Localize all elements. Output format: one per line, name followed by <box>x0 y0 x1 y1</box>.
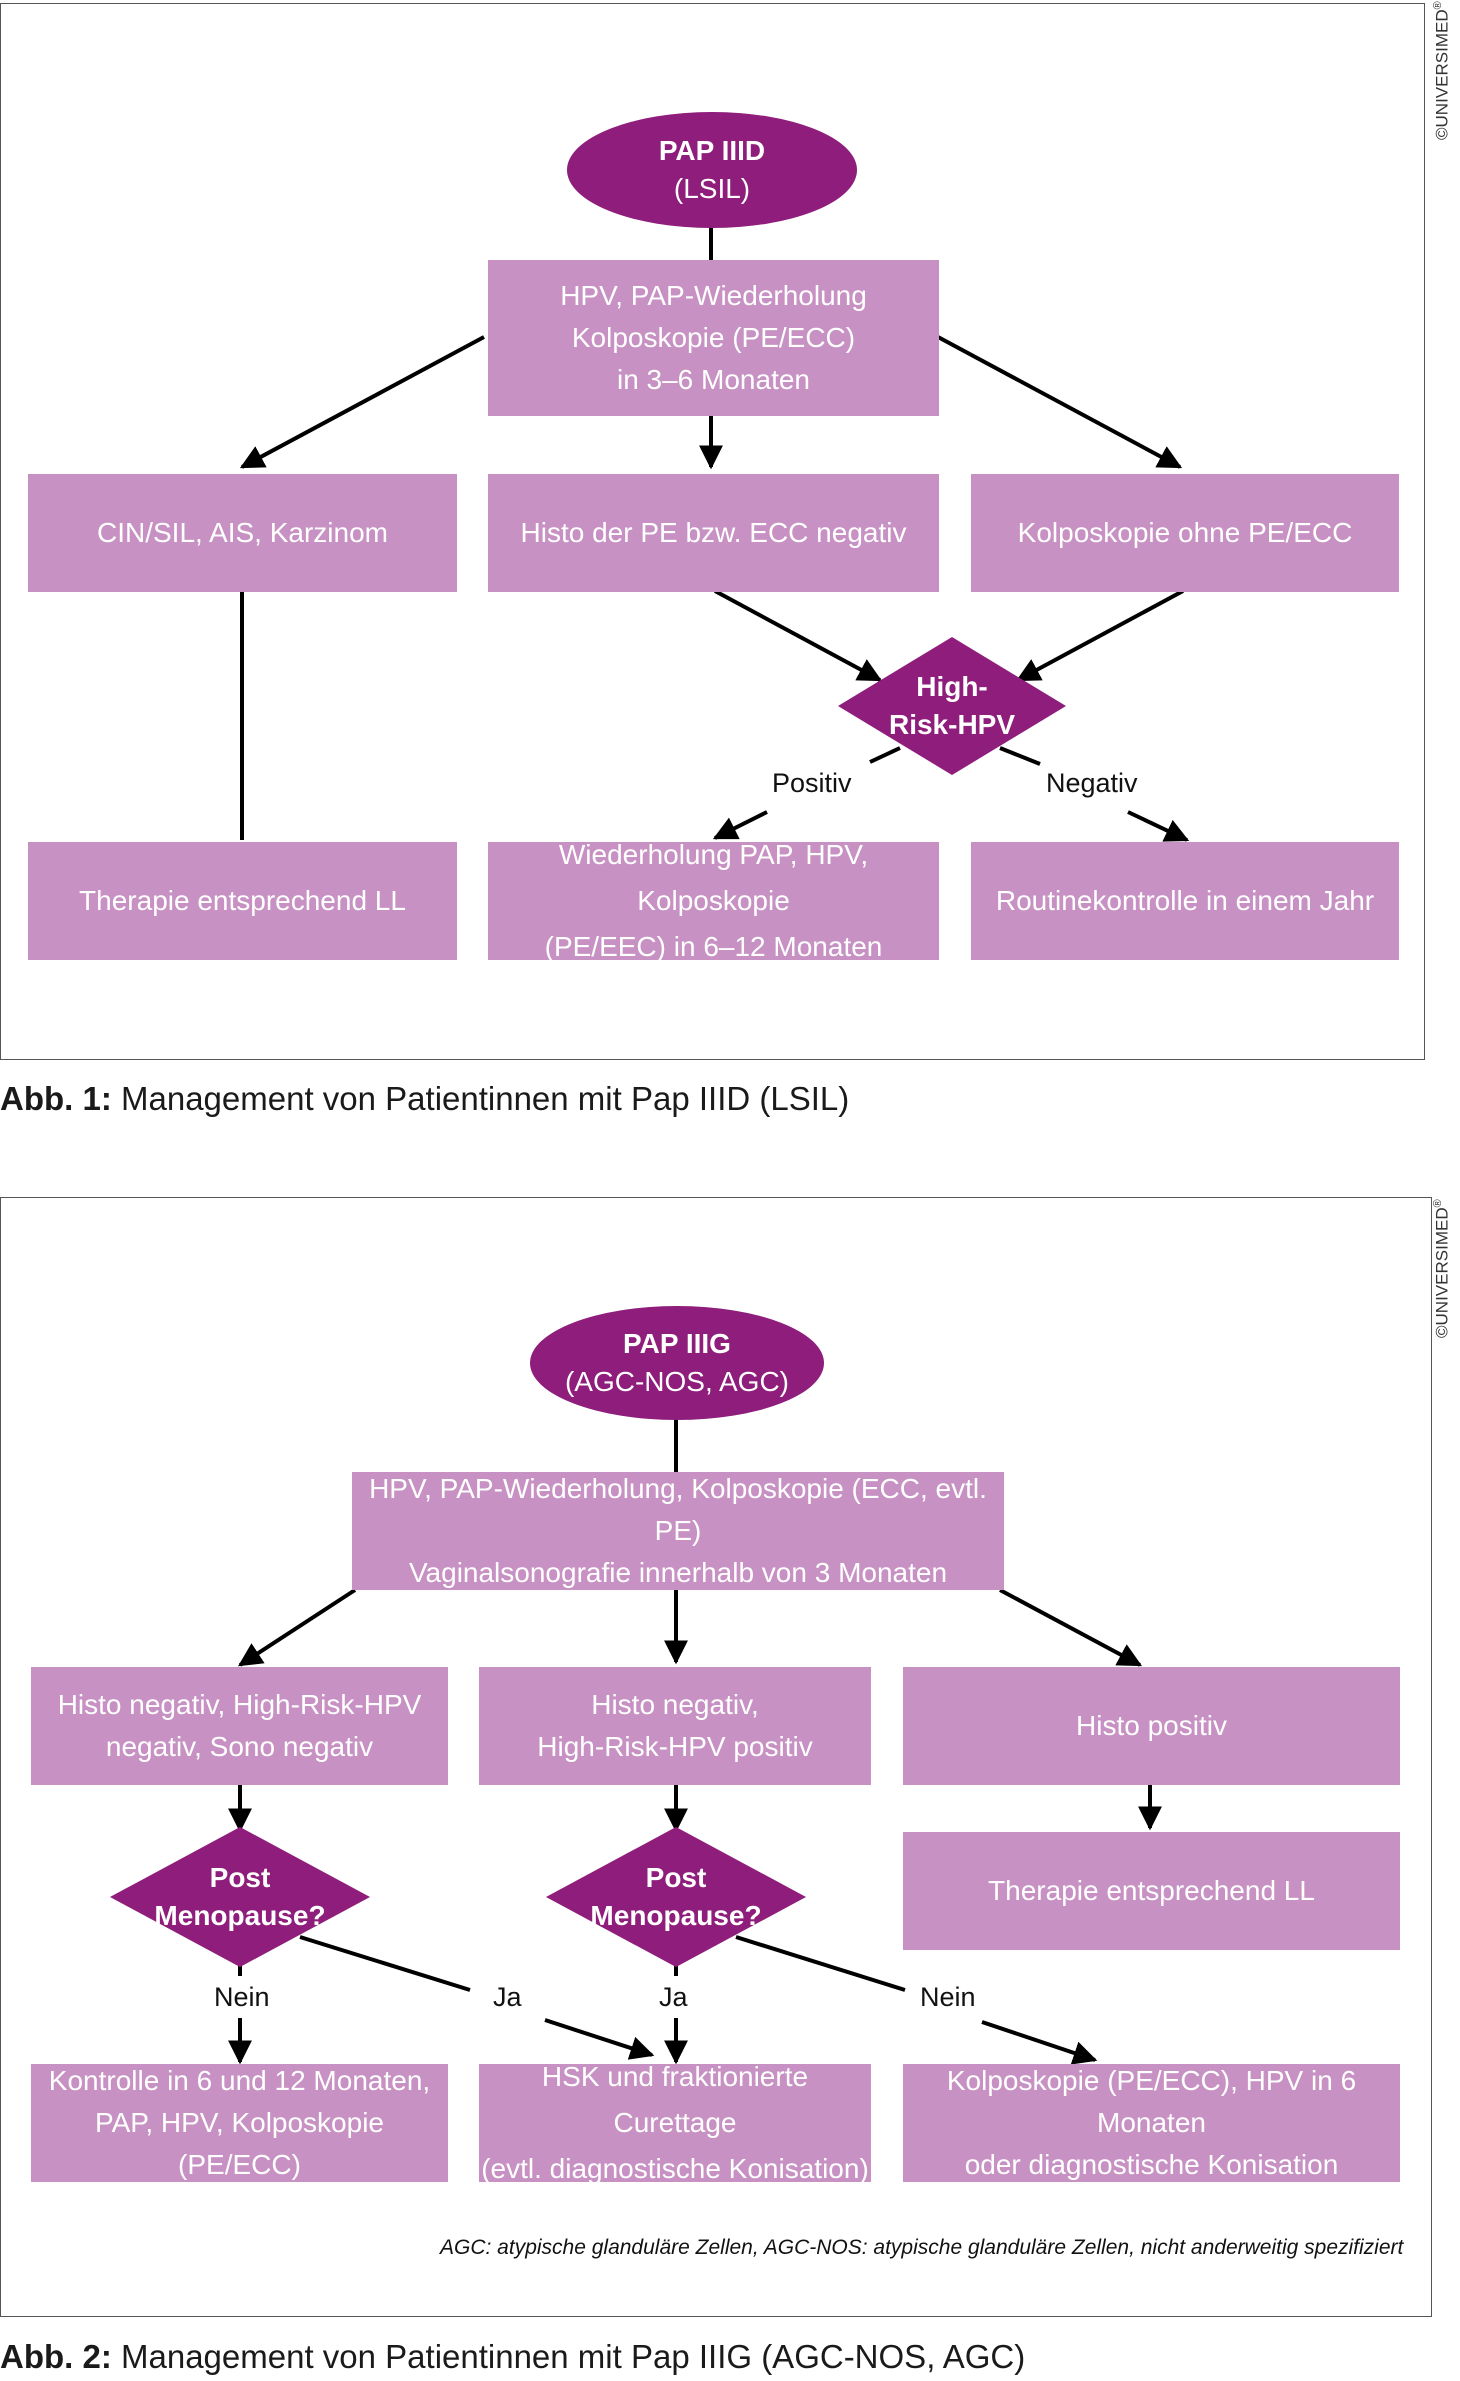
f1-left-node: CIN/SIL, AIS, Karzinom <box>28 474 457 592</box>
f2-start-title: PAP IIIG <box>623 1328 731 1359</box>
figure-1-caption: Abb. 1: Management von Patientinnen mit … <box>0 1080 849 1118</box>
f2-decision2-label: Post Menopause? <box>590 1862 762 1931</box>
f2-out-right-node: Kolposkopie (PE/ECC), HPV in 6 Monaten o… <box>903 2064 1400 2182</box>
registered-mark: ® <box>1432 1199 1444 1208</box>
f1-out-right-node: Routinekontrolle in einem Jahr <box>971 842 1399 960</box>
figure-2-caption: Abb. 2: Management von Patientinnen mit … <box>0 2338 1025 2376</box>
f1-arrow-pos-out <box>712 810 768 840</box>
f1-line-decision-pos <box>869 746 901 764</box>
f1-start-title: PAP IIID <box>658 135 766 166</box>
f1-arrow-middle-decision <box>714 589 883 682</box>
f1-arrow-step-right <box>937 335 1183 469</box>
f2-line-d1-ja <box>299 1935 471 1992</box>
copyright-text: UNIVERSIMED <box>1432 1207 1452 1326</box>
f1-out-left-node: Therapie entsprechend LL <box>28 842 457 960</box>
figure-1-caption-text: Management von Patientinnen mit Pap IIID… <box>111 1080 850 1117</box>
f2-out-left-node: Kontrolle in 6 und 12 Monaten, PAP, HPV,… <box>31 2064 448 2182</box>
f1-step-node: HPV, PAP-Wiederholung Kolposkopie (PE/EC… <box>488 260 939 416</box>
f1-start-subtitle: (LSIL) <box>673 173 751 204</box>
f2-start-node: PAP IIIG (AGC-NOS, AGC) <box>530 1306 824 1420</box>
figure-2-frame <box>0 1197 1432 2317</box>
figure-1-frame <box>0 3 1425 1060</box>
f1-decision-diamond <box>838 637 1066 775</box>
f2-arrow-nein-right-out <box>981 2020 1098 2065</box>
f2-step-node: HPV, PAP-Wiederholung, Kolposkopie (ECC,… <box>352 1472 1004 1590</box>
f2-footnote: AGC: atypische glanduläre Zellen, AGC-NO… <box>440 2236 1404 2259</box>
f2-out-middle-node: HSK und fraktionierte Curettage (evtl. d… <box>479 2061 871 2184</box>
f1-middle-node: Histo der PE bzw. ECC negativ <box>488 474 939 592</box>
f2-label-nein-2: Nein <box>920 1982 976 2012</box>
f1-label-negativ: Negativ <box>1046 768 1138 798</box>
f2-start-subtitle: (AGC-NOS, AGC) <box>564 1366 789 1397</box>
figure-2-caption-label: Abb. 2: <box>0 2338 112 2375</box>
f2-label-ja-1: Ja <box>493 1982 522 2012</box>
f2-decision1-diamond <box>110 1827 370 1967</box>
f1-decision-label: High- Risk-HPV <box>888 671 1016 740</box>
f2-arrow-ja1-mid-out <box>544 2018 655 2060</box>
f2-line-d2-nein <box>735 1935 906 1992</box>
copyright-symbol: © <box>1432 1325 1452 1338</box>
f2-decision2-diamond <box>546 1827 806 1967</box>
f1-arrow-neg-out <box>1127 810 1190 842</box>
f1-out-middle-node: Wiederholung PAP, HPV, Kolposkopie (PE/E… <box>488 839 939 962</box>
f2-arrow-step-right <box>999 1588 1143 1667</box>
f2-label-ja-2: Ja <box>659 1982 688 2012</box>
f1-arrow-right-decision <box>1015 589 1184 682</box>
f2-decision1-label: Post Menopause? <box>154 1862 326 1931</box>
f1-right-node: Kolposkopie ohne PE/ECC <box>971 474 1399 592</box>
f2-arrow-step-left <box>237 1588 357 1667</box>
f2-left-node: Histo negativ, High-Risk-HPV negativ, So… <box>31 1667 448 1785</box>
f2-right-node: Histo positiv <box>903 1667 1400 1785</box>
f2-label-nein-1: Nein <box>214 1982 270 2012</box>
f1-start-node: PAP IIID (LSIL) <box>567 112 857 228</box>
f1-arrow-step-left <box>239 335 485 469</box>
f2-right-out-node: Therapie entsprechend LL <box>903 1832 1400 1950</box>
f1-line-decision-neg <box>999 746 1041 766</box>
copyright-label-2: ©UNIVERSIMED® <box>1432 1199 1453 1338</box>
figure-2-caption-text: Management von Patientinnen mit Pap IIIG… <box>111 2338 1026 2375</box>
figure-1-caption-label: Abb. 1: <box>0 1080 112 1117</box>
f1-label-positiv: Positiv <box>772 768 852 798</box>
f2-middle-node: Histo negativ, High-Risk-HPV positiv <box>479 1667 871 1785</box>
